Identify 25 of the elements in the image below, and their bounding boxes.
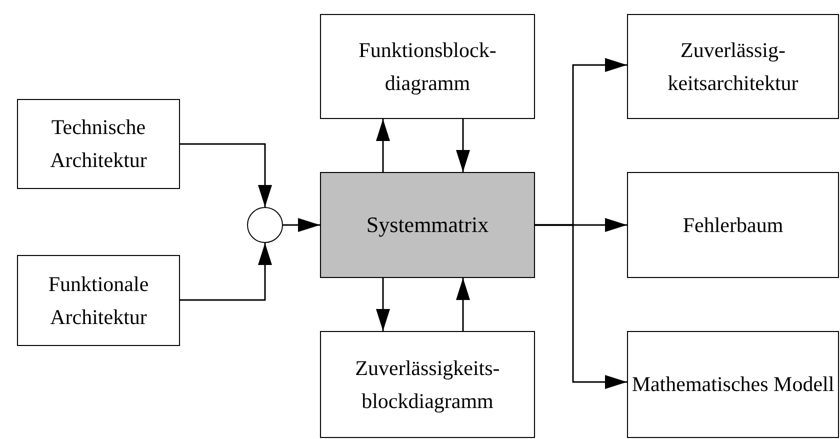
arrow (180, 143, 272, 207)
block-box (17, 99, 180, 189)
central-box (320, 172, 535, 278)
block-box (320, 14, 535, 119)
block-box (627, 331, 839, 438)
arrow (456, 119, 470, 172)
arrow (283, 218, 320, 232)
box-label: Zuverlässig- keitsarchitektur (666, 36, 800, 96)
block-box (627, 14, 839, 119)
block-box (627, 172, 839, 278)
arrow (376, 278, 390, 331)
box-label: Mathematisches Modell (630, 371, 836, 398)
box-label: Fehlerbaum (682, 212, 784, 239)
box-label: Technische Architektur (49, 114, 148, 174)
junction-circle (247, 207, 283, 243)
arrow (456, 278, 470, 331)
arrow (180, 243, 272, 301)
box-label: Systemmatrix (365, 210, 490, 239)
box-label: Funktionsblock- diagramm (358, 36, 498, 96)
arrow (376, 119, 390, 172)
block-box (17, 255, 180, 346)
arrow (535, 224, 627, 389)
block-box (320, 331, 535, 438)
box-label: Funktionale Architektur (47, 270, 150, 330)
box-label: Zuverlässigkeits- blockdiagramm (354, 354, 501, 414)
